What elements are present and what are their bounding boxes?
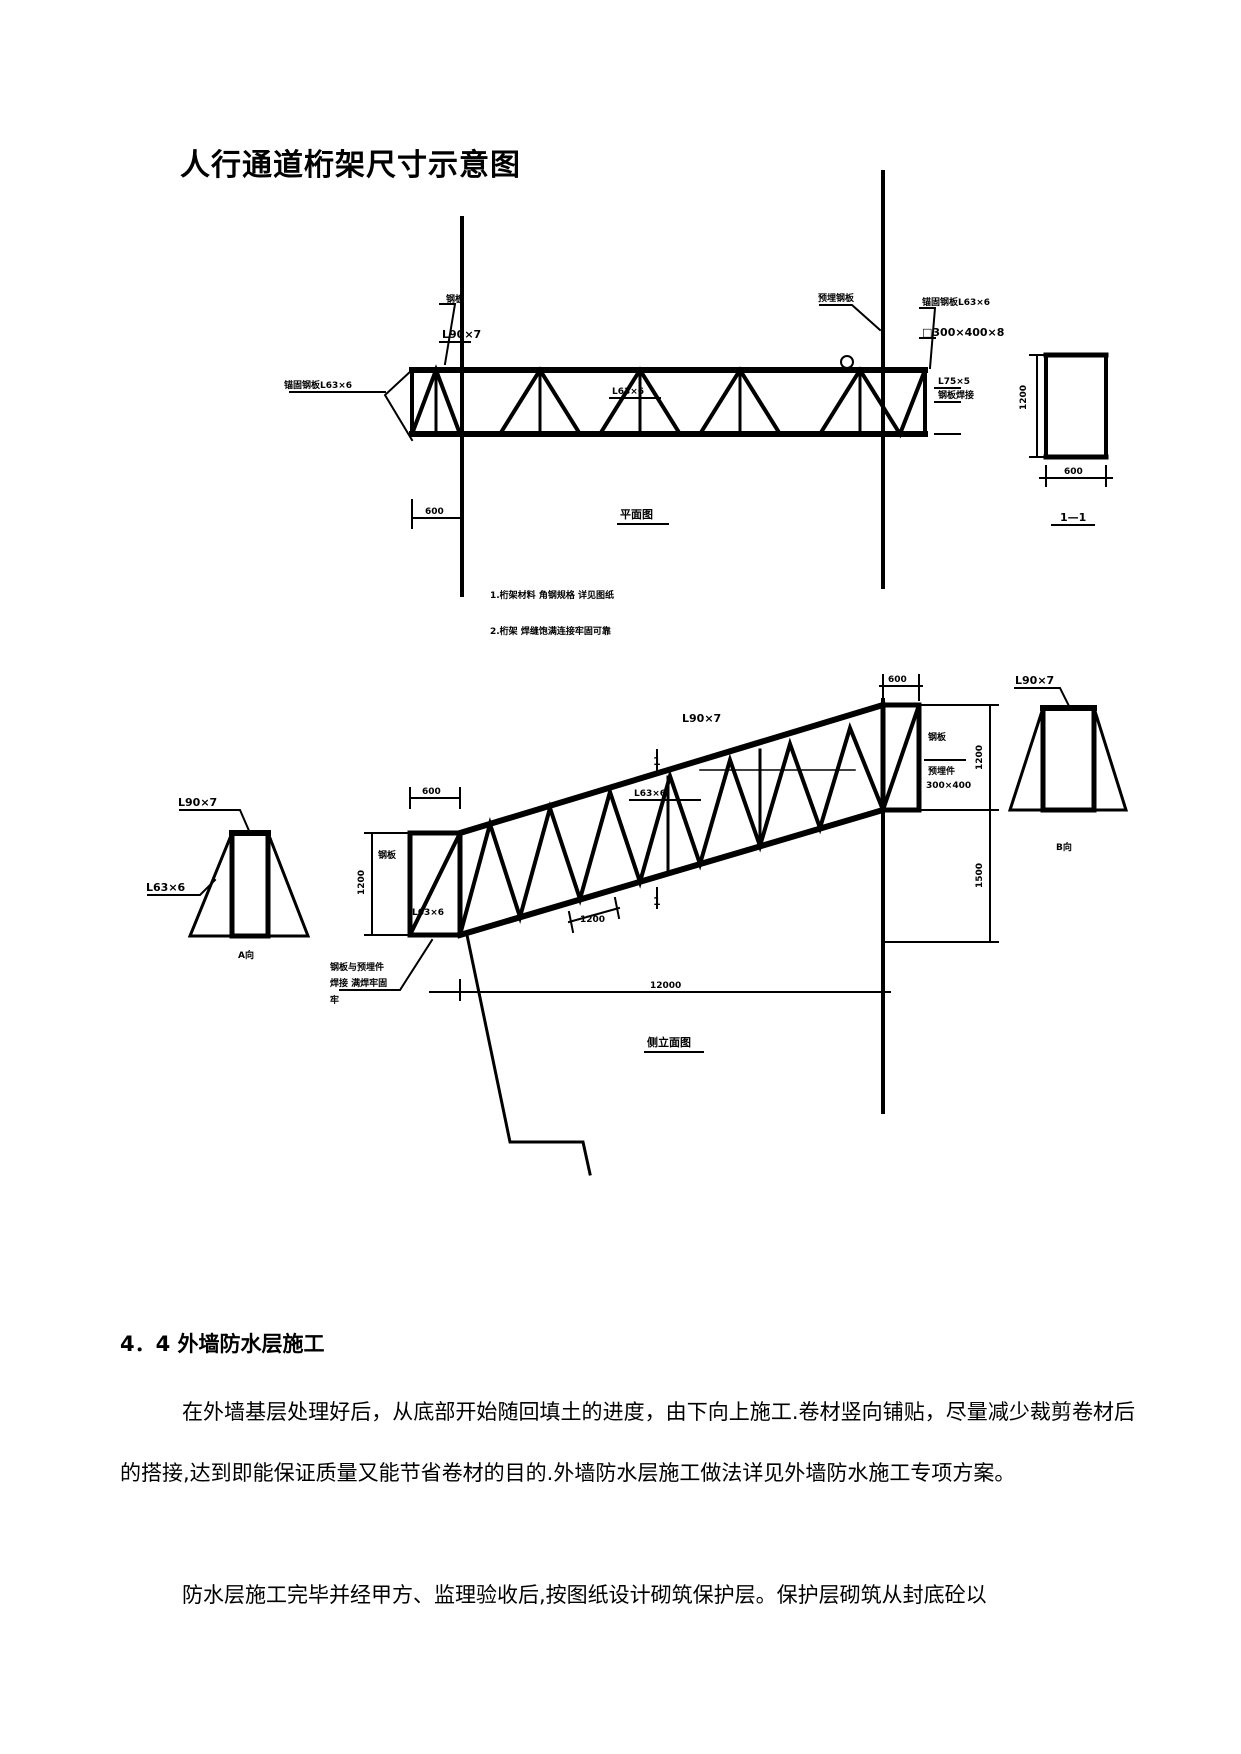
section-heading: 4．4 外墙防水层施工 (120, 1332, 325, 1356)
label-elev-angle-top: L90×7 (682, 712, 721, 725)
label-right-box-note: 预埋件 (928, 765, 955, 777)
caption-top-view: 平面图 (620, 508, 653, 521)
label-elev-center-mark: L63×6 (634, 789, 666, 799)
caption-detail-a: A向 (238, 949, 254, 961)
label-anchor-note-1: 钢板与预埋件 (330, 961, 384, 973)
caption-detail-b: B向 (1056, 841, 1072, 853)
section-dim-width: 600 (1064, 467, 1083, 477)
label-plate-size: □300×400×8 (922, 326, 1004, 339)
paragraph-1: 在外墙基层处理好后，从底部开始随回填土的进度，由下向上施工.卷材竖向铺贴，尽量减… (120, 1400, 1135, 1485)
label-left-box-dim-h: 1200 (357, 870, 367, 895)
label-right-box: 钢板 (928, 731, 947, 743)
detail-b (1007, 687, 1129, 813)
label-anchor-left: 锚固钢板L63×6 (284, 379, 352, 391)
truss-drawing: 钢板 L90×7 锚固钢板L63×6 预埋钢板 锚固钢板L63×6 □300×4… (146, 170, 1129, 1176)
label-section-mark-top: 1 (653, 755, 661, 768)
section-1-1 (1029, 352, 1113, 526)
note-line-1: 1.桁架材料 角钢规格 详见图纸 (490, 589, 614, 601)
label-detail-a-angle-top: L90×7 (178, 796, 217, 809)
label-angle-top-right: 锚固钢板L63×6 (922, 296, 990, 308)
label-right-note-2: 钢板焊接 (938, 389, 974, 401)
label-right-box-dim: 300×400 (926, 781, 971, 791)
caption-elevation: 侧立面图 (647, 1035, 691, 1049)
caption-section-11: 1—1 (1060, 511, 1086, 524)
label-section-mark-bottom: 1 (653, 895, 661, 908)
label-detail-a-angle-left: L63×6 (146, 881, 186, 894)
label-detail-b-angle-top: L90×7 (1015, 674, 1054, 687)
label-angle-top-left: L90×7 (442, 328, 481, 341)
label-panel-dim: 1200 (580, 915, 605, 925)
label-left-box-inner: L63×6 (412, 908, 444, 918)
label-left-box: 钢板 (378, 849, 397, 861)
label-right-note-1: L75×5 (938, 377, 970, 387)
elevation-view (339, 674, 999, 1176)
detail-a (147, 809, 311, 939)
label-anchor-note-2: 焊接 满焊牢固 (330, 977, 387, 989)
label-mark-top-left: 钢板 (446, 293, 465, 305)
top-view (289, 170, 961, 597)
label-mark-top-right: 预埋钢板 (818, 292, 855, 304)
section-dim-height: 1200 (1019, 385, 1029, 410)
label-center-mark: L63×6 (612, 387, 644, 397)
figure-title: 人行通道桁架尺寸示意图 (180, 148, 521, 183)
label-dim-bottom-left: 600 (425, 507, 444, 517)
label-dim-right-lower: 1500 (975, 863, 985, 888)
label-left-box-dim-w: 600 (422, 787, 441, 797)
paragraph-2: 防水层施工完毕并经甲方、监理验收后,按图纸设计砌筑保护层。保护层砌筑从封底砼以 (182, 1583, 987, 1607)
label-dim-top-right: 600 (888, 675, 907, 685)
label-dim-right-upper: 1200 (975, 745, 985, 770)
label-anchor-note-3: 牢 (330, 994, 339, 1006)
label-dim-span: 12000 (650, 981, 681, 991)
note-line-2: 2.桁架 焊缝饱满连接牢固可靠 (490, 625, 611, 637)
